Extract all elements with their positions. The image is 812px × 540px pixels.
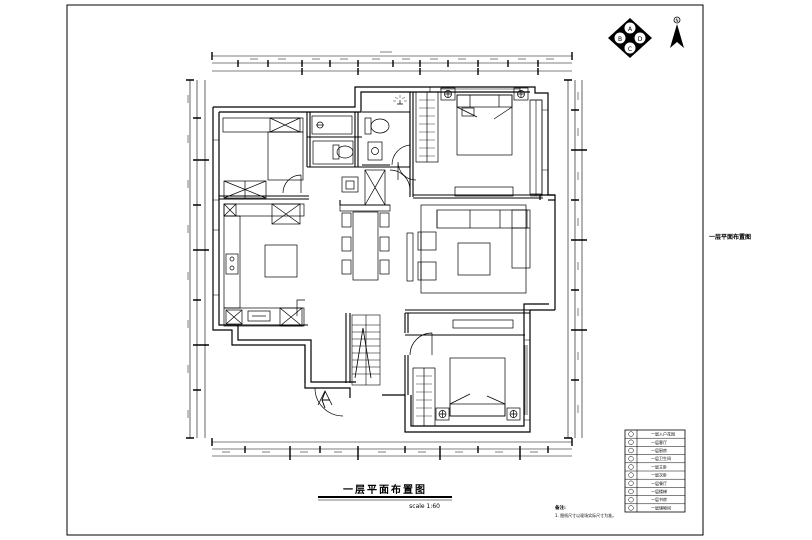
drawing-title: 一层平面布置图 — [343, 483, 427, 496]
north-letter: N — [676, 18, 679, 23]
north-arrow-icon: N — [670, 16, 684, 48]
legend-symbol-icon — [628, 488, 634, 495]
window-marks — [213, 87, 548, 421]
side-drawing-label: 一层平面布置图 — [709, 233, 751, 241]
dining-area — [339, 169, 411, 281]
legend-symbol-icon — [628, 431, 634, 437]
legend-row-label: 一层卫生间 — [651, 455, 671, 461]
compass-letter-a: A — [628, 26, 633, 33]
legend-symbol-icon — [628, 456, 634, 462]
dimension-ticks — [186, 52, 587, 460]
bathroom — [311, 95, 411, 166]
legend-row-label: 一层楼梯 — [651, 488, 667, 494]
legend-row-label: 一层餐厅 — [651, 480, 667, 486]
legend-row-label: 一层储物间 — [651, 504, 671, 510]
interior-walls — [219, 92, 543, 395]
study-room — [222, 117, 304, 199]
legend-row-label: 一层厨房 — [651, 447, 667, 453]
legend-symbol-icon — [628, 505, 634, 511]
entry-door — [314, 387, 350, 417]
legend-symbol-icon — [628, 480, 634, 486]
legend-row-label: 一层客厅 — [651, 439, 667, 445]
compass-letter-c: C — [628, 46, 632, 53]
master-bedroom — [397, 87, 543, 197]
legend-row-label: 一层入户花园 — [651, 431, 675, 437]
exterior-walls — [212, 86, 556, 433]
compass-rose-icon: A B D C — [608, 18, 652, 58]
dimension-text-marks — [187, 51, 579, 453]
notes-line-1: 1. 图纸尺寸以现场实际尺寸为准。 — [555, 512, 616, 518]
second-bedroom — [409, 319, 521, 427]
living-room — [406, 204, 531, 294]
legend-symbol-icon — [628, 447, 634, 454]
legend-rows: 一层入户花园一层客厅一层厨房一层卫生间一层主卧一层次卧一层餐厅一层楼梯一层书房一… — [625, 431, 685, 511]
notes-heading: 备注: — [554, 504, 566, 511]
legend-symbol-icon — [628, 497, 634, 503]
legend-symbol-icon — [628, 464, 634, 470]
staircase — [351, 314, 381, 386]
compass-letter-d: D — [638, 36, 643, 43]
legend-row-label: 一层次卧 — [651, 472, 667, 478]
dimension-lines — [189, 55, 583, 457]
legend-symbol-icon — [628, 439, 634, 445]
legend-row-label: 一层书房 — [651, 496, 667, 502]
sheet-border — [66, 4, 704, 536]
kitchen — [223, 203, 305, 327]
drawing-scale: scale 1:60 — [409, 503, 440, 510]
legend-row-label: 一层主卧 — [651, 463, 667, 469]
legend-symbol-icon — [628, 472, 634, 478]
compass-letter-b: B — [618, 36, 622, 43]
